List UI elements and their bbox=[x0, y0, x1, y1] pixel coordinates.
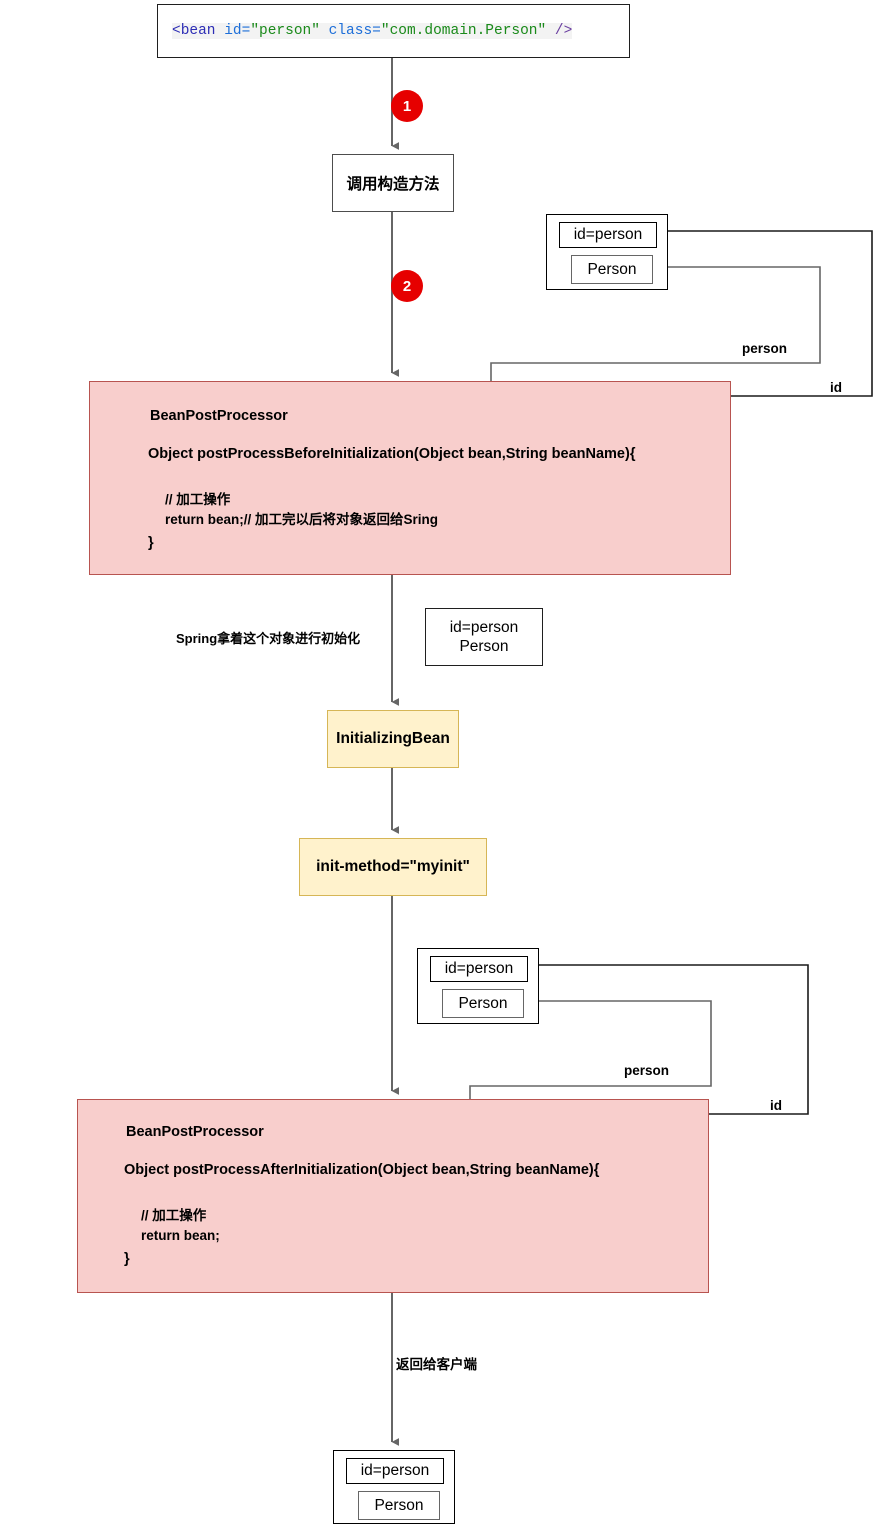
step-badge-1: 1 bbox=[391, 90, 423, 122]
object-summary-person: Person bbox=[459, 638, 509, 655]
node-call-constructor: 调用构造方法 bbox=[332, 154, 454, 212]
object-box-1-id: id=person bbox=[559, 222, 657, 248]
object-box-2-person: Person bbox=[442, 989, 524, 1018]
bean-xml-box: <bean id="person" class="com.domain.Pers… bbox=[157, 4, 630, 58]
xml-attr-id: id= bbox=[215, 23, 251, 39]
object-box-3-person: Person bbox=[358, 1491, 440, 1520]
xml-val-class: "com.domain.Person" bbox=[380, 23, 547, 39]
bean-post-processor-before-block: BeanPostProcessor Object postProcessBefo… bbox=[89, 381, 731, 575]
node-initializing-bean: InitializingBean bbox=[327, 710, 459, 768]
edge-label-id-2: id bbox=[770, 1098, 782, 1113]
step-badge-2: 2 bbox=[391, 270, 423, 302]
bpp-after-body: // 加工操作 return bean; bbox=[141, 1208, 220, 1243]
edge-label-person-1: person bbox=[742, 341, 788, 356]
bean-post-processor-after-block: BeanPostProcessor Object postProcessAfte… bbox=[77, 1099, 709, 1293]
object-box-3-id: id=person bbox=[346, 1458, 444, 1484]
bpp-before-title: BeanPostProcessor bbox=[150, 408, 288, 424]
object-box-2: id=person Person bbox=[417, 948, 539, 1024]
node-init-method: init-method="myinit" bbox=[299, 838, 487, 896]
edge-label-return-client: 返回给客户端 bbox=[396, 1357, 477, 1372]
edge-label-id-1: id bbox=[830, 380, 842, 395]
bpp-after-closing-brace: } bbox=[124, 1251, 130, 1267]
xml-attr-class: class= bbox=[319, 23, 381, 39]
xml-val-id: "person" bbox=[250, 23, 320, 39]
bpp-after-title: BeanPostProcessor bbox=[126, 1124, 264, 1140]
object-summary-id: id=person bbox=[449, 618, 519, 636]
edge-label-spring-init: Spring拿着这个对象进行初始化 bbox=[176, 631, 361, 646]
bpp-before-closing-brace: } bbox=[148, 535, 154, 551]
edge-label-person-2: person bbox=[624, 1063, 670, 1078]
xml-tag-close: /> bbox=[546, 23, 573, 39]
object-box-3: id=person Person bbox=[333, 1450, 455, 1524]
xml-tag-open: <bean bbox=[172, 23, 216, 39]
object-summary-box: id=person Person bbox=[425, 608, 543, 666]
object-box-1: id=person Person bbox=[546, 214, 668, 290]
bean-xml-code: <bean id="person" class="com.domain.Pers… bbox=[172, 23, 573, 39]
bpp-after-signature: Object postProcessAfterInitialization(Ob… bbox=[124, 1162, 600, 1178]
bpp-before-signature: Object postProcessBeforeInitialization(O… bbox=[148, 446, 636, 462]
object-box-2-id: id=person bbox=[430, 956, 528, 982]
object-box-1-person: Person bbox=[571, 255, 653, 284]
bpp-before-body: // 加工操作 return bean;// 加工完以后将对象返回给Sring bbox=[165, 492, 439, 527]
